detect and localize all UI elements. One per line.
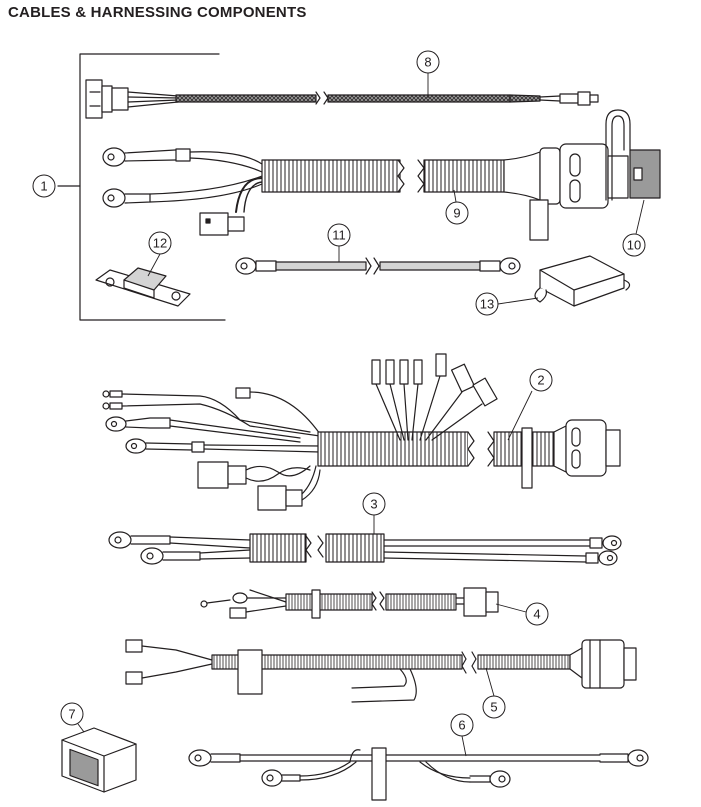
callouts: 1 2 3 4 5 6 7 8 9 10 11 12 13	[32, 50, 646, 737]
callout-13-number: 13	[480, 297, 494, 312]
callout-2-number: 2	[537, 373, 544, 388]
part-12-fuse	[95, 267, 191, 307]
callout-5: 5	[482, 695, 506, 719]
callout-7: 7	[60, 702, 84, 726]
part-5-harness	[125, 639, 637, 703]
group-1-bracket	[57, 53, 226, 321]
callout-1-number: 1	[40, 179, 47, 194]
callout-2: 2	[529, 368, 553, 392]
callout-4-number: 4	[533, 607, 540, 622]
callout-12-number: 12	[153, 236, 167, 251]
callout-3-number: 3	[370, 497, 377, 512]
page-title: CABLES & HARNESSING COMPONENTS	[8, 4, 307, 21]
part-3-cable	[108, 531, 622, 566]
part-9-harness	[102, 143, 629, 241]
callout-leaders	[77, 73, 645, 757]
callout-3: 3	[362, 492, 386, 516]
part-6-cable	[188, 747, 649, 801]
callout-10-number: 10	[627, 238, 641, 253]
callout-9: 9	[445, 201, 469, 225]
callout-11: 11	[327, 223, 351, 247]
callout-11-number: 11	[332, 228, 346, 243]
part-8-braided-cable	[85, 79, 599, 119]
part-4-harness	[200, 587, 499, 619]
callout-1: 1	[32, 174, 56, 198]
callout-12: 12	[148, 231, 172, 255]
part-11-cable	[235, 257, 521, 275]
part-13-module	[534, 255, 631, 307]
callout-7-number: 7	[68, 707, 75, 722]
callout-6: 6	[450, 713, 474, 737]
callout-8: 8	[416, 50, 440, 74]
part-10-cover	[605, 109, 661, 201]
callout-5-number: 5	[490, 700, 497, 715]
callout-6-number: 6	[458, 718, 465, 733]
callout-8-number: 8	[424, 55, 431, 70]
callout-9-number: 9	[453, 206, 460, 221]
callout-10: 10	[622, 233, 646, 257]
part-7-boot	[61, 727, 137, 793]
part-2-harness	[102, 353, 621, 511]
callout-13: 13	[475, 292, 499, 316]
callout-4: 4	[525, 602, 549, 626]
